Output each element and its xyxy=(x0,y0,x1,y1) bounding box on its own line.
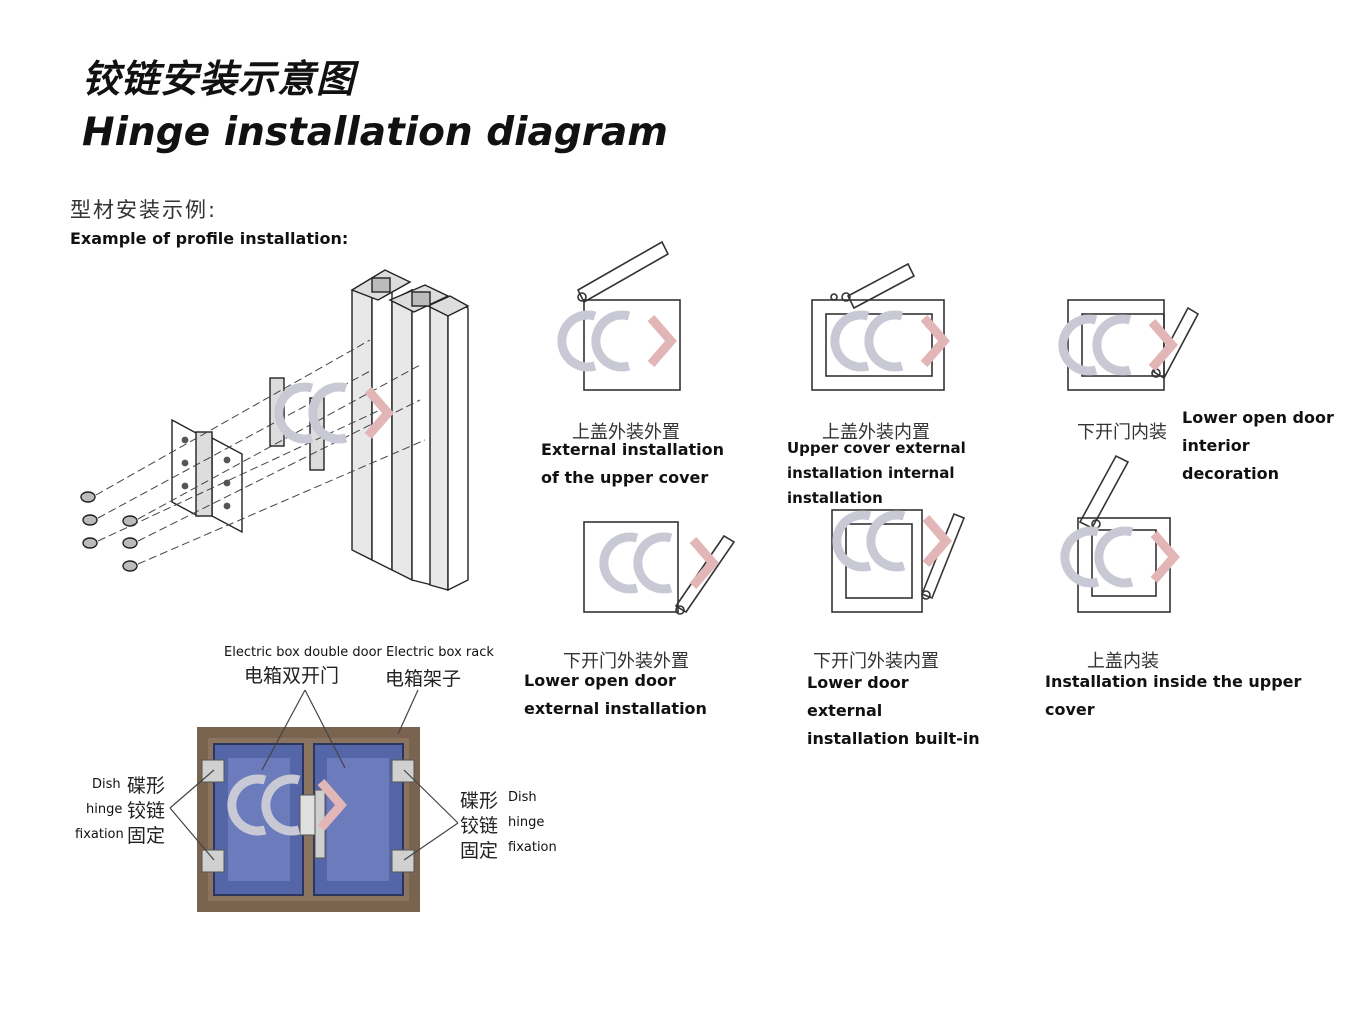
right-label-en-3: fixation xyxy=(508,840,557,855)
left-label-cn-2: 铰链 xyxy=(127,800,166,822)
right-label-cn-3: 固定 xyxy=(460,840,499,862)
section-subtitle-en: Example of profile installation: xyxy=(70,229,349,248)
diagram-3-en: Lower open door interior decoration xyxy=(1182,408,1334,483)
diagram-5-en: Lower door external installation built-i… xyxy=(807,673,980,748)
diagram-5-cn: 下开门外装内置 xyxy=(813,651,939,672)
diagram-6-en: Installation inside the upper cover xyxy=(1045,672,1302,719)
page-title-cn: 铰链安装示意图 xyxy=(82,57,356,101)
rack-label-cn: 电箱架子 xyxy=(385,668,462,690)
diagram-1-cn: 上盖外装外置 xyxy=(572,422,680,443)
rack-label-en: Electric box rack xyxy=(386,645,494,660)
diagram-6-cn: 上盖内装 xyxy=(1087,651,1159,672)
double-door-label-en: Electric box double door xyxy=(224,645,382,660)
page-title-en: Hinge installation diagram xyxy=(82,110,668,155)
diagram-4-cn: 下开门外装外置 xyxy=(563,651,689,672)
electric-box xyxy=(197,727,420,912)
left-label-cn-3: 固定 xyxy=(127,825,166,847)
diagram-2-en: Upper cover external installation intern… xyxy=(787,439,966,507)
left-label-en-3: fixation xyxy=(75,827,124,842)
diagram-1-en: External installation of the upper cover xyxy=(541,440,725,487)
profile-exploded-view xyxy=(80,269,470,592)
right-label-en-1: Dish xyxy=(508,790,537,805)
section-subtitle-cn: 型材安装示例: xyxy=(70,198,218,222)
double-door-label-cn: 电箱双开门 xyxy=(244,665,340,687)
right-label-cn-1: 碟形 xyxy=(460,790,499,812)
left-label-cn-1: 碟形 xyxy=(127,775,166,797)
right-label-en-2: hinge xyxy=(508,815,545,830)
diagram-4-en: Lower open door external installation xyxy=(524,671,707,718)
diagram-2-cn: 上盖外装内置 xyxy=(822,422,930,443)
diagram-3-cn: 下开门内装 xyxy=(1077,422,1167,443)
diagram-shapes xyxy=(576,240,1200,615)
right-label-cn-2: 铰链 xyxy=(460,815,499,837)
left-label-en-1: Dish xyxy=(92,777,121,792)
left-label-en-2: hinge xyxy=(86,802,123,817)
